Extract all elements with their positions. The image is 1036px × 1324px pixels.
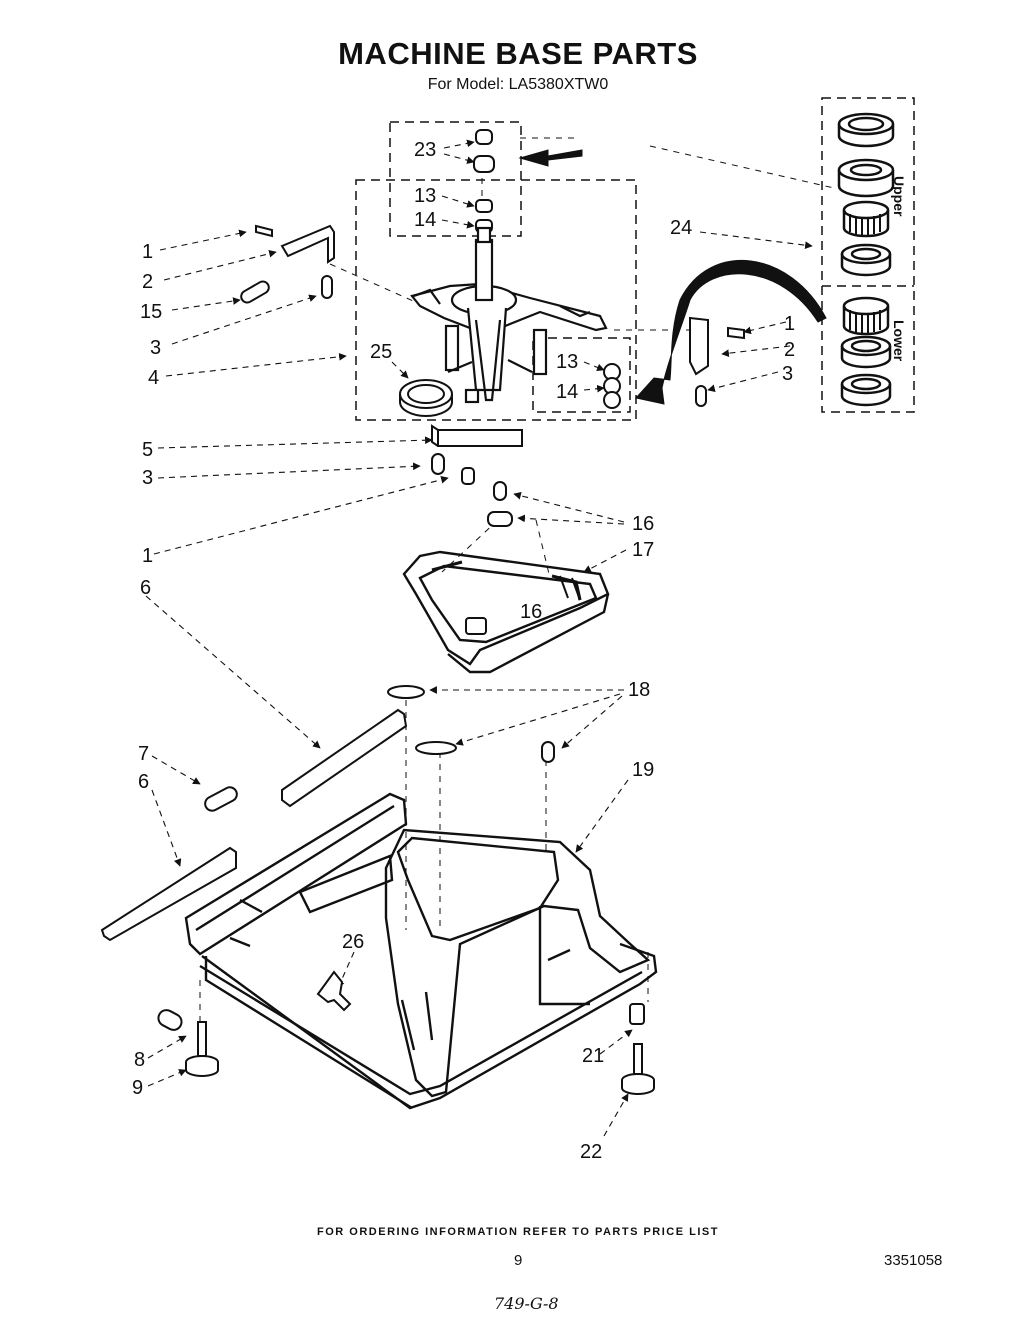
top-bearing-stack — [473, 129, 495, 233]
mechanism-group-box — [355, 179, 637, 421]
callout-13-right: 13 — [556, 351, 578, 373]
washer-18b — [415, 741, 457, 755]
callout-7: 7 — [138, 743, 149, 765]
large-pointer-arrows — [518, 149, 827, 405]
lower-roller-bearing — [842, 296, 890, 336]
callout-2: 2 — [142, 271, 153, 293]
clip-16a — [493, 481, 507, 501]
callout-15: 15 — [140, 301, 162, 323]
lower-bearing-race-2 — [840, 373, 892, 407]
bearing-inset-rings — [837, 112, 895, 407]
callout-19: 19 — [632, 759, 654, 781]
bar-6b — [100, 846, 237, 942]
clip-16c — [465, 617, 487, 635]
left-bracket-2 — [280, 224, 335, 264]
callout-3-right: 3 — [782, 363, 793, 385]
bar-6a — [281, 708, 408, 808]
right-spring-clip-3 — [695, 385, 707, 407]
side-bearing-stack — [603, 363, 621, 409]
leveling-foot-22 — [621, 1043, 655, 1095]
handwritten-note: 749-G-8 — [494, 1294, 559, 1313]
callout-1: 1 — [142, 241, 153, 263]
spacer-8 — [157, 1009, 183, 1031]
bearing-inset-box — [821, 97, 915, 413]
upper-roller-bearing — [842, 200, 890, 238]
upper-label: Upper — [891, 176, 907, 217]
callout-17: 17 — [632, 539, 654, 561]
right-screw-1 — [727, 326, 745, 340]
lower-bearing-race-1 — [840, 335, 892, 369]
callout-16-lower: 16 — [520, 601, 542, 623]
callout-3-lower: 3 — [142, 467, 153, 489]
callout-22: 22 — [580, 1141, 602, 1163]
bar-5 — [431, 424, 523, 447]
callout-13: 13 — [414, 185, 436, 207]
page-number: 9 — [514, 1252, 523, 1269]
top-pointer-arrow — [518, 149, 583, 167]
page-title: MACHINE BASE PARTS — [338, 36, 698, 71]
clip-16b — [487, 511, 513, 527]
left-spacer-15 — [240, 280, 270, 304]
callout-14-right: 14 — [556, 381, 578, 403]
callout-6-lower: 6 — [138, 771, 149, 793]
left-screw-1 — [255, 224, 273, 238]
washer-18a — [387, 685, 425, 699]
ring-seal-25 — [399, 379, 453, 417]
callout-23: 23 — [414, 139, 436, 161]
document-number: 3351058 — [884, 1252, 943, 1269]
transmission-mechanism-4 — [410, 226, 608, 404]
spring-clip-3 — [431, 453, 445, 475]
callout-26: 26 — [342, 931, 364, 953]
callout-6: 6 — [140, 577, 151, 599]
ordering-note: FOR ORDERING INFORMATION REFER TO PARTS … — [317, 1226, 719, 1238]
machine-base-frame-19 — [184, 792, 658, 1110]
model-subtitle: For Model: LA5380XTW0 — [427, 76, 609, 93]
spacer-7 — [204, 786, 238, 812]
callout-3: 3 — [150, 337, 161, 359]
leveling-foot-9 — [185, 1021, 219, 1077]
bushing-21 — [629, 1003, 645, 1025]
callout-1-lower: 1 — [142, 545, 153, 567]
lower-label: Lower — [891, 320, 907, 362]
top-bearing-group-box — [389, 121, 522, 237]
callout-16: 16 — [632, 513, 654, 535]
callout-1-right: 1 — [784, 313, 795, 335]
callout-9: 9 — [132, 1077, 143, 1099]
callout-8: 8 — [134, 1049, 145, 1071]
callout-18: 18 — [628, 679, 650, 701]
clip-26 — [316, 970, 352, 1012]
callout-21: 21 — [582, 1045, 604, 1067]
curved-pointer-arrow — [635, 260, 827, 405]
hardware-parts — [100, 129, 745, 1095]
support-frame-17 — [402, 550, 610, 674]
screw-1 — [461, 467, 475, 485]
callout-numbers: 1 2 15 3 4 25 23 13 14 24 1 2 3 13 14 5 … — [132, 139, 795, 1163]
upper-bearing-ring-1 — [837, 112, 895, 148]
callout-25: 25 — [370, 341, 392, 363]
callout-2-right: 2 — [784, 339, 795, 361]
dashed-group-boxes — [355, 97, 915, 421]
leader-lines — [145, 139, 813, 1137]
callout-4: 4 — [148, 367, 159, 389]
left-spring-clip-3 — [321, 275, 333, 299]
clip-18c — [541, 741, 555, 763]
upper-bearing-race — [840, 243, 892, 277]
upper-bearing-ring-2 — [837, 158, 895, 198]
right-bracket-2 — [689, 316, 709, 376]
callout-5: 5 — [142, 439, 153, 461]
callout-14: 14 — [414, 209, 436, 231]
callout-24: 24 — [670, 217, 692, 239]
